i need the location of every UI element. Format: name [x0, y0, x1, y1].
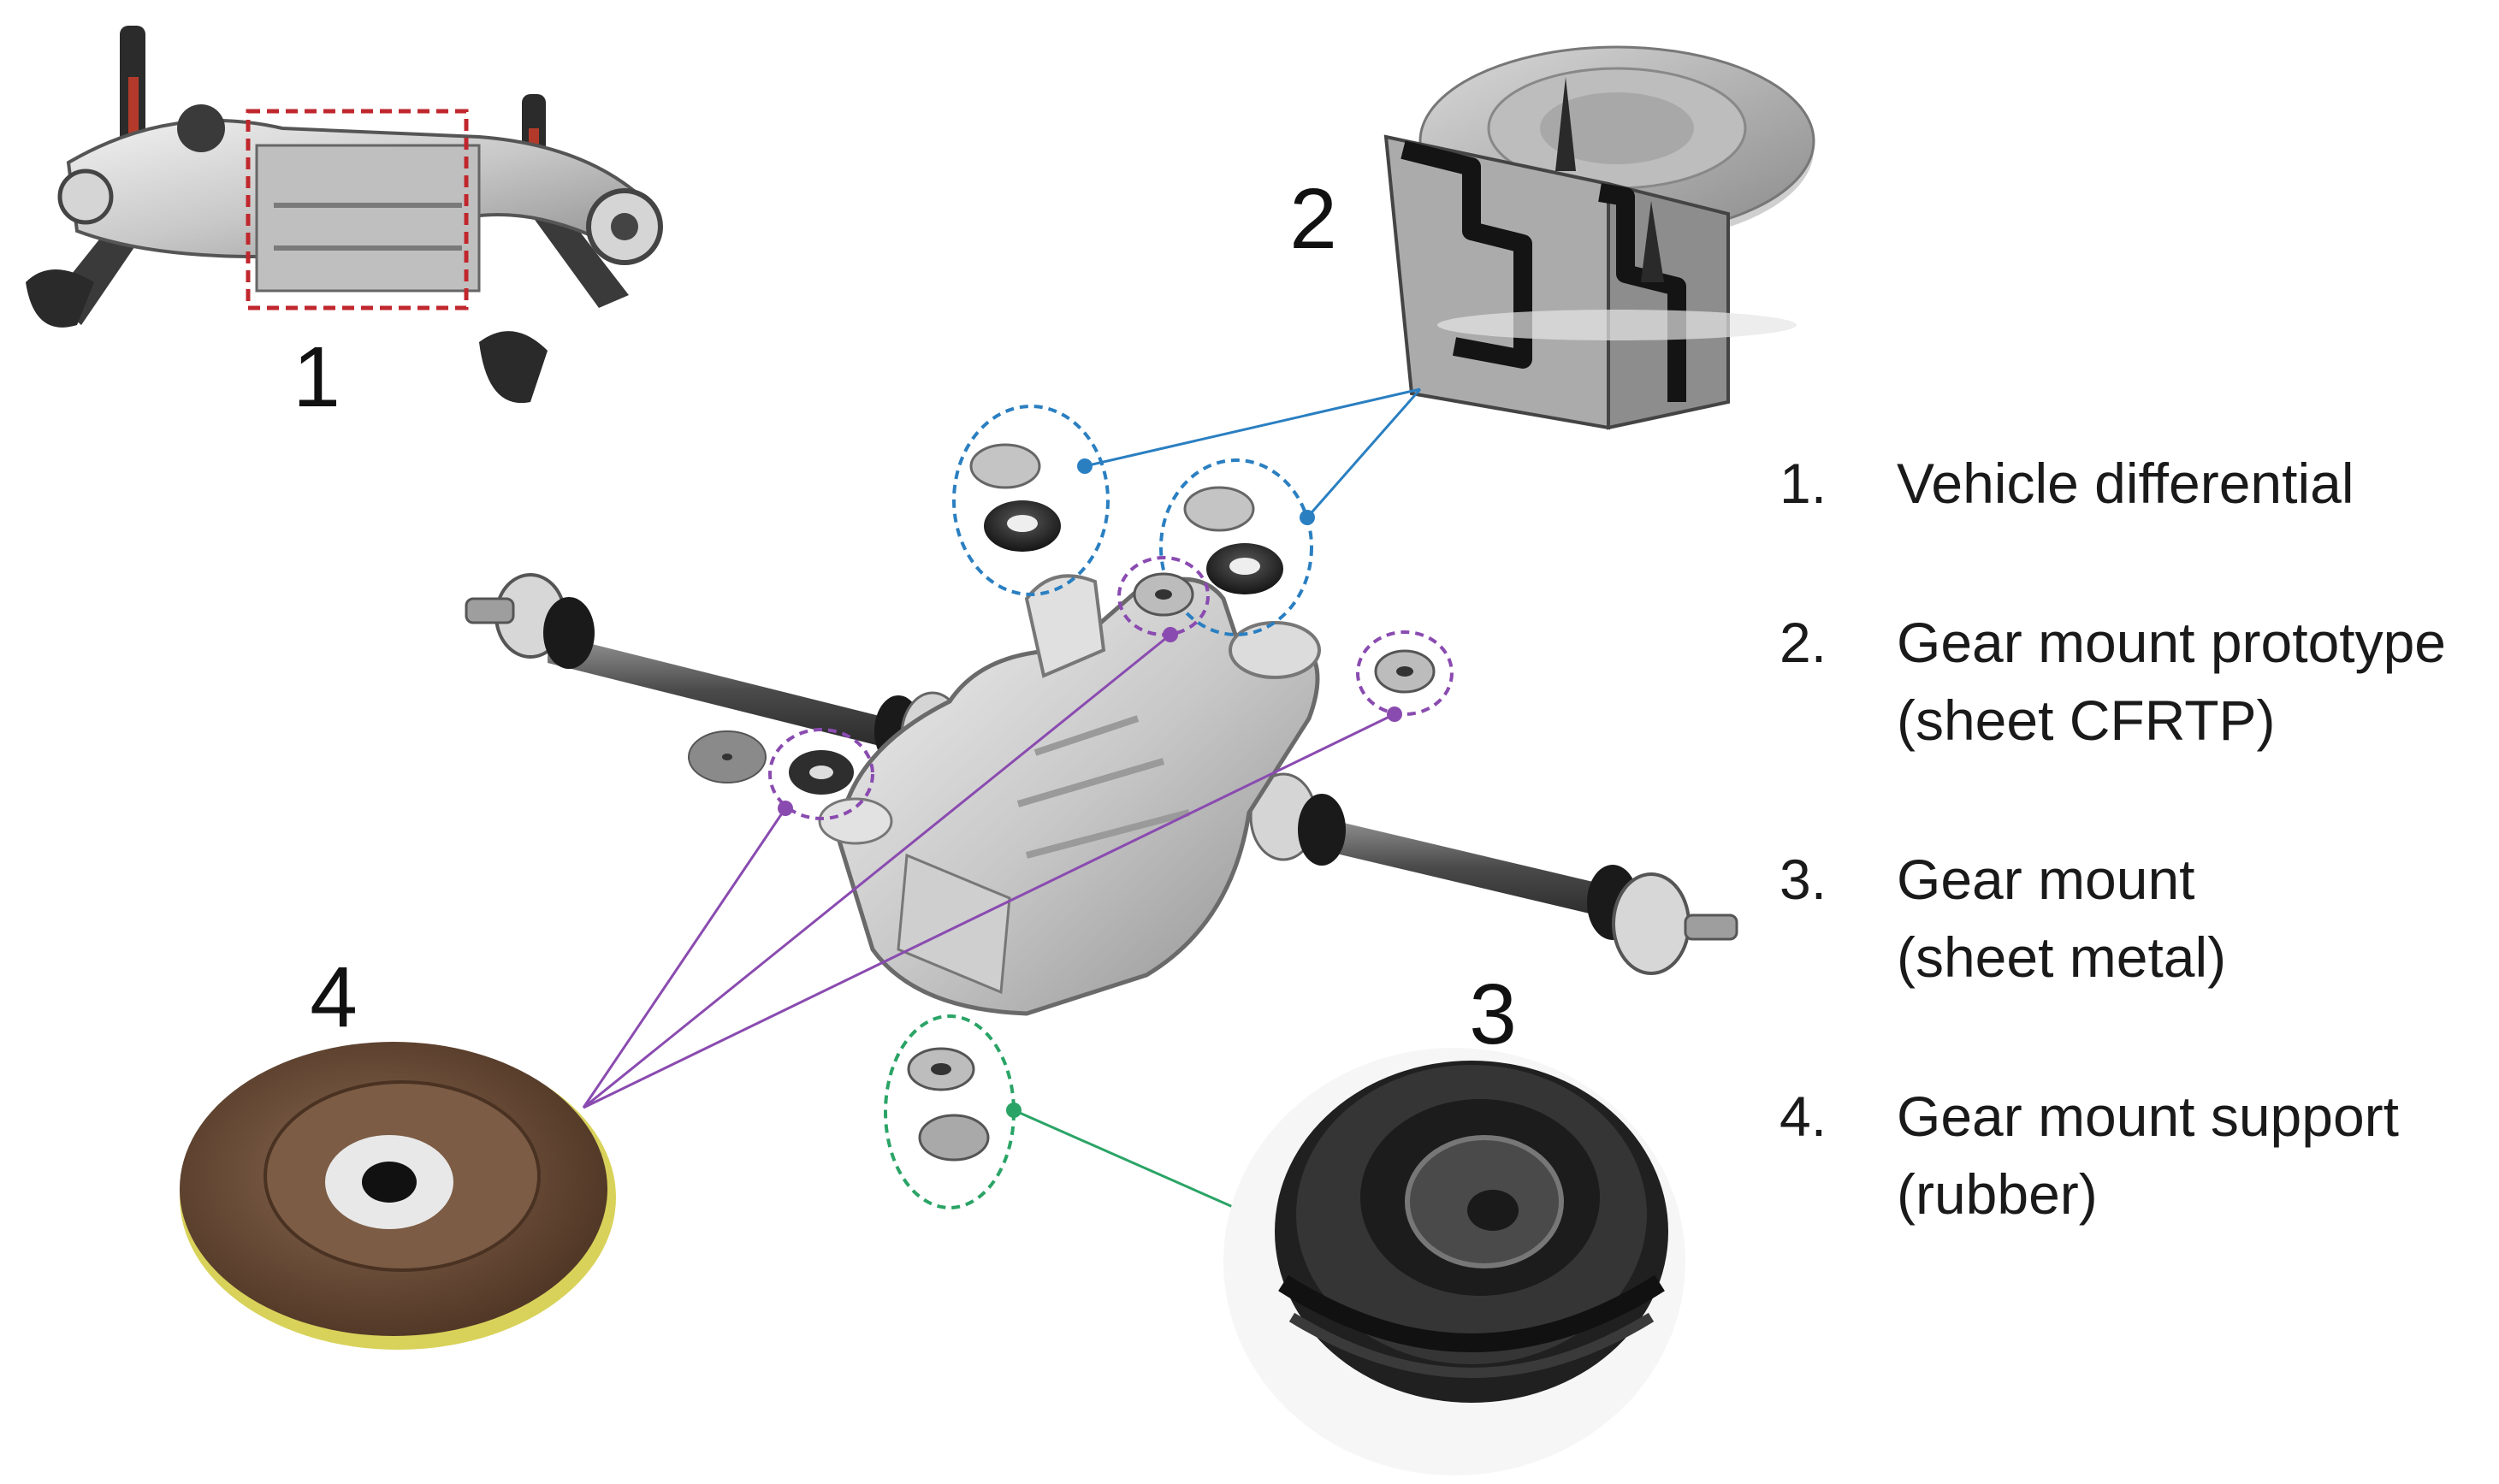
- legend-number: 3.: [1780, 848, 1827, 912]
- callout-number-1: 1: [293, 329, 341, 425]
- cfrtp-callouts: [952, 387, 1422, 636]
- right-axle-shaft: [1249, 772, 1738, 975]
- legend-number: 4.: [1780, 1085, 1827, 1149]
- legend-line: Gear mount prototype: [1897, 611, 2447, 675]
- legend-line: Gear mount support: [1897, 1085, 2399, 1149]
- cfrtp-mount-cutaway-image: [1383, 45, 1815, 430]
- legend-item-gear-mount-sheet-metal: 3. Gear mount (sheet metal): [1780, 841, 2481, 996]
- rear-subframe-image: [26, 26, 663, 404]
- legend-line: (rubber): [1897, 1162, 2098, 1227]
- legend-item-gear-mount-support: 4. Gear mount support (rubber): [1780, 1078, 2481, 1233]
- metal-callout: [884, 1014, 1241, 1212]
- callout-number-4: 4: [310, 949, 358, 1045]
- sheet-metal-mount-photo: [1223, 1048, 1685, 1475]
- callout-number-2: 2: [1289, 171, 1337, 267]
- differential-assembly-image: [465, 573, 1738, 1016]
- legend-number: 1.: [1780, 452, 1827, 515]
- legend-line: Vehicle differential: [1897, 452, 2354, 515]
- legend-line: (sheet metal): [1897, 925, 2227, 990]
- rubber-support-render: [180, 1042, 616, 1350]
- legend-item-vehicle-differential: 1. Vehicle differential: [1780, 445, 2481, 523]
- legend-line: (sheet CFRTP): [1897, 689, 2276, 753]
- legend-item-gear-mount-prototype: 2. Gear mount prototype (sheet CFRTP): [1780, 604, 2481, 760]
- rubber-callouts: [582, 556, 1454, 1109]
- differential-housing: [818, 574, 1321, 1016]
- callout-number-3: 3: [1469, 967, 1517, 1062]
- legend: 1. Vehicle differential 2. Gear mount pr…: [1780, 445, 2481, 1315]
- legend-number: 2.: [1780, 611, 1827, 675]
- legend-line: Gear mount: [1897, 848, 2195, 912]
